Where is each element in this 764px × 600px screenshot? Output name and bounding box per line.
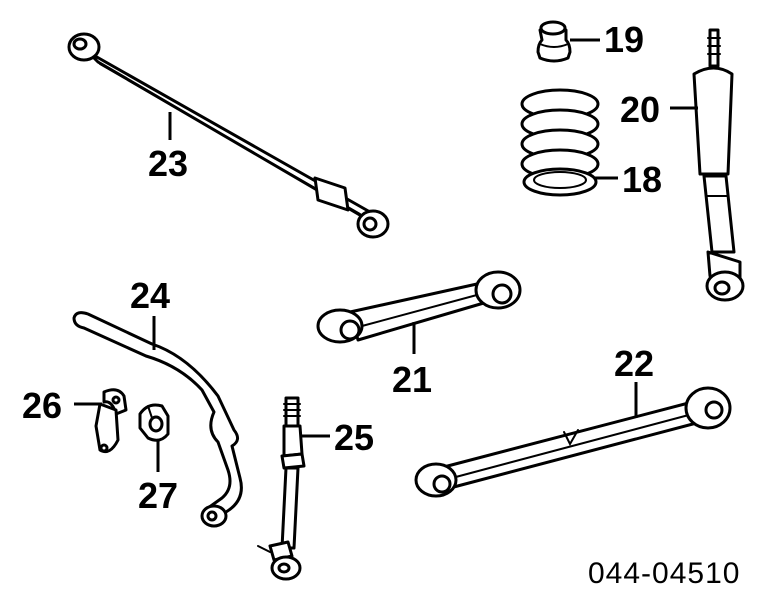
callout-21: 21	[392, 359, 432, 400]
part-19-bump-stop	[536, 20, 572, 63]
callout-22: 22	[614, 343, 654, 384]
callout-24: 24	[130, 275, 170, 316]
callout-23: 23	[148, 143, 188, 184]
callout-27: 27	[138, 475, 178, 516]
part-27-bushing	[138, 403, 170, 442]
callout-20: 20	[620, 89, 660, 130]
callout-18: 18	[622, 159, 662, 200]
callout-19: 19	[604, 19, 644, 60]
part-18-coil-spring	[520, 88, 600, 197]
part-25-stabilizer-link	[257, 396, 306, 581]
callout-25: 25	[334, 417, 374, 458]
diagram-code: 044-04510	[588, 557, 740, 590]
part-26-bracket	[94, 388, 128, 454]
callout-26: 26	[22, 385, 62, 426]
part-20-shock-absorber	[692, 28, 745, 302]
part-23-control-arm	[67, 32, 390, 239]
part-21-upper-arm	[316, 270, 522, 344]
part-22-lower-arm	[414, 386, 732, 498]
part-24-stabilizer-bar	[72, 311, 243, 528]
